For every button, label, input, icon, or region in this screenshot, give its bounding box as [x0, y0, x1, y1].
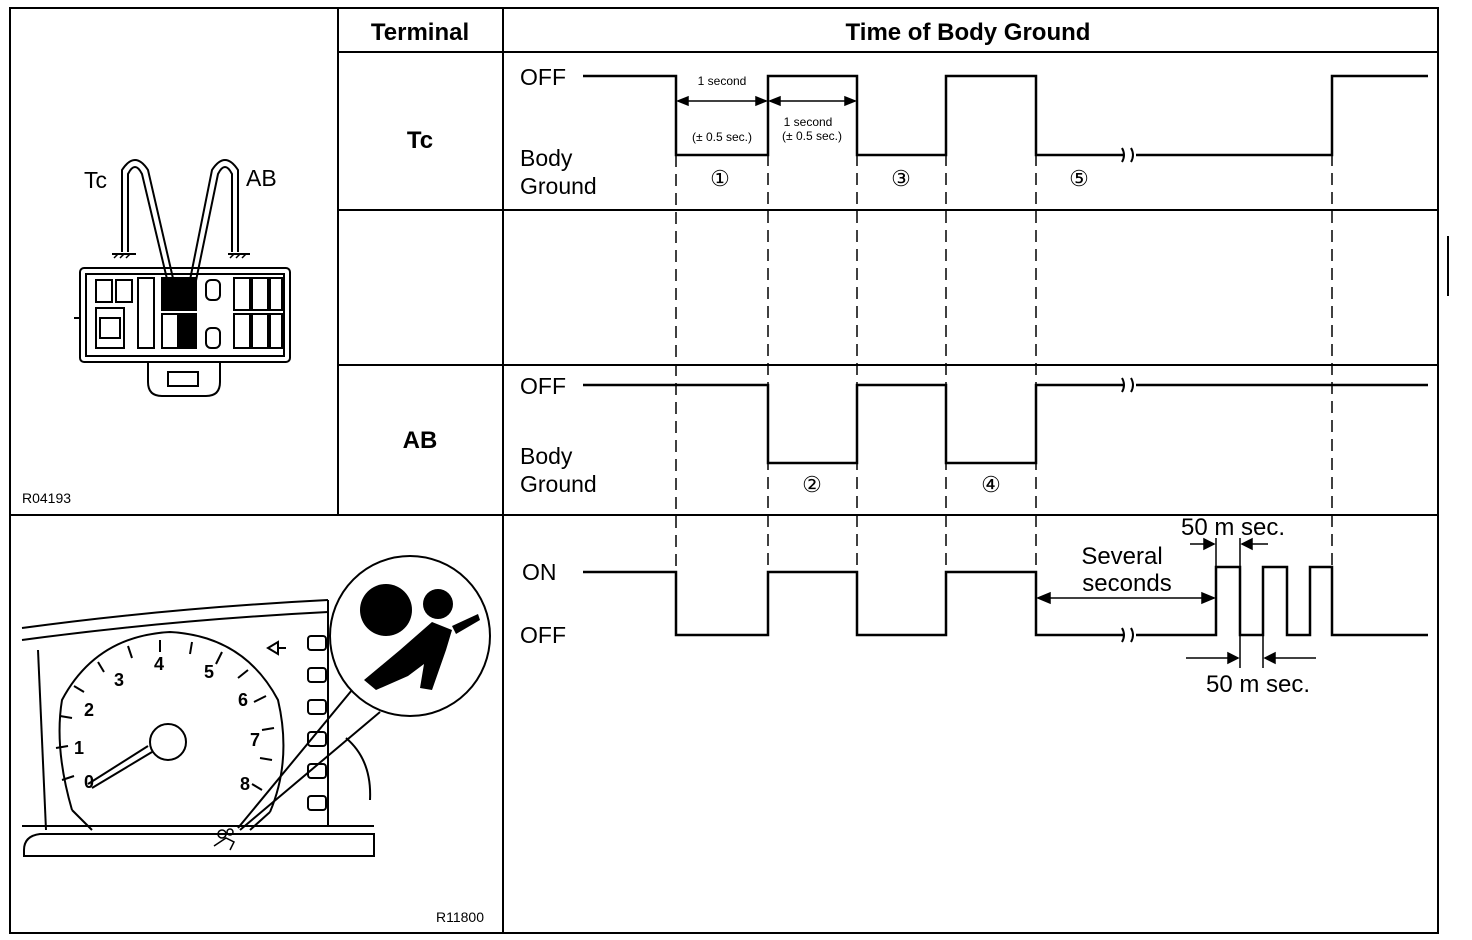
fifty-msec-top-label: 50 m sec.: [1181, 514, 1285, 541]
diagnosis-connector-illustration: [74, 159, 291, 397]
tach-number-6: 6: [238, 690, 248, 710]
ab-waveform: [583, 383, 1428, 465]
instrument-cluster-illustration: [21, 555, 491, 857]
tach-number-3: 3: [114, 670, 124, 690]
terminal-tc-label: Tc: [407, 127, 433, 154]
step-4-marker: ④: [981, 472, 1001, 497]
ab-break-mark: [1121, 377, 1134, 393]
step-5-marker: ⑤: [1069, 166, 1089, 191]
tach-number-4: 4: [154, 654, 164, 674]
step-2-marker: ②: [802, 472, 822, 497]
one-second-label-b: 1 second: [784, 115, 833, 129]
tc-break-mark: [1121, 147, 1134, 163]
ab-ground-label: Ground: [520, 471, 597, 497]
seconds-label: seconds: [1082, 570, 1171, 597]
tc-ground-label: Ground: [520, 173, 597, 199]
ab-off-label: OFF: [520, 373, 566, 399]
tach-number-0: 0: [84, 772, 94, 792]
fifty-msec-bottom-label: 50 m sec.: [1206, 671, 1310, 698]
tach-number-2: 2: [84, 700, 94, 720]
tc-body-label: Body: [520, 145, 573, 171]
light-waveform: [583, 565, 1428, 637]
timing-guides: [675, 78, 1333, 572]
light-break-mark: [1121, 627, 1134, 643]
terminal-header: Terminal: [371, 19, 469, 46]
tach-number-8: 8: [240, 774, 250, 794]
several-label: Several: [1081, 543, 1162, 570]
one-second-label-a: 1 second: [698, 74, 747, 88]
connector-ab-label: AB: [246, 165, 277, 191]
cluster-figure-code: R11800: [436, 909, 484, 925]
tach-number-1: 1: [74, 738, 84, 758]
terminal-ab-label: AB: [403, 427, 438, 454]
tolerance-label-b: (± 0.5 sec.): [782, 129, 842, 143]
dimension-arrows: [675, 95, 1316, 668]
ab-body-label: Body: [520, 443, 573, 469]
tc-waveform: [583, 74, 1428, 157]
tachometer-numbers: 0 1 2 3 4 5 6 7 8: [74, 654, 260, 794]
table-frame: [9, 7, 1439, 934]
tolerance-label-a: (± 0.5 sec.): [692, 130, 752, 144]
tach-number-5: 5: [204, 662, 214, 682]
tc-off-label: OFF: [520, 64, 566, 90]
connector-figure-code: R04193: [22, 490, 71, 506]
connector-tc-label: Tc: [84, 167, 107, 193]
light-off-label: OFF: [520, 622, 566, 648]
time-of-body-ground-header: Time of Body Ground: [846, 19, 1091, 46]
step-3-marker: ③: [891, 166, 911, 191]
tach-number-7: 7: [250, 730, 260, 750]
light-on-label: ON: [522, 559, 557, 585]
step-1-marker: ①: [710, 166, 730, 191]
